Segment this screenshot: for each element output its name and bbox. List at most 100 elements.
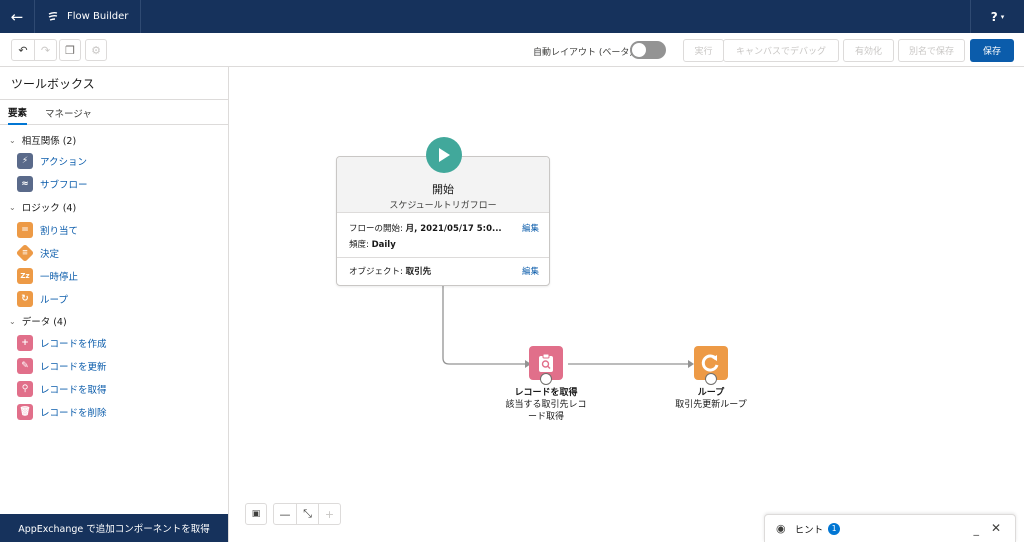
item-label: レコードを取得 [40,385,107,396]
redo-icon[interactable]: ↷ [34,40,56,60]
section-label: データ (4) [21,317,67,328]
save-as-button[interactable]: 別名で保存 [898,39,965,62]
help-menu-button[interactable]: ? ▾ [970,0,1024,33]
toolbox-panel: ツールボックス 要素 マネージャ ⌄ 相互関係 (2) ⚡ アクション ≈ サブ… [0,67,229,542]
toolbox-item-subflow[interactable]: ≈ サブフロー [17,176,88,192]
connector-lines [442,286,694,368]
settings-button[interactable]: ⚙ [85,39,107,61]
auto-layout-label: 自動レイアウト (ベータ) [533,48,633,58]
section-data[interactable]: ⌄ データ (4) [9,314,67,329]
decision-icon: ≡ [15,243,35,263]
edit-schedule-link[interactable]: 編集 [521,224,539,234]
frequency-value: Daily [371,240,396,250]
help-ring-icon: ◉ [776,522,786,535]
assignment-icon: = [17,222,33,238]
chevron-down-icon: ▾ [1000,12,1005,21]
toolbox-item-update-records[interactable]: ✎ レコードを更新 [17,358,107,374]
loop-icon [701,354,719,372]
get-records-label: レコードを取得 該当する取引先レコ ード取得 [486,387,606,423]
start-title: 開始 [432,183,454,196]
item-label: 割り当て [40,226,79,237]
edit-object-link[interactable]: 編集 [521,267,539,277]
run-button[interactable]: 実行 [683,39,724,62]
back-button[interactable]: ← [0,0,35,33]
section-label: ロジック (4) [21,203,77,214]
item-label: アクション [40,157,88,168]
record-create-icon: + [17,335,33,351]
hint-label: ヒント [794,524,824,536]
toolbox-tabs: 要素 マネージャ [0,99,228,125]
tab-manager[interactable]: マネージャ [45,108,92,120]
record-lookup-icon [539,353,553,372]
loop-name: 取引先更新ループ [675,400,747,410]
toolbox-item-delete-records[interactable]: 🗑 レコードを削除 [17,404,107,420]
section-interaction[interactable]: ⌄ 相互関係 (2) [9,133,77,148]
loop-connector[interactable] [705,373,717,385]
flow-icon [48,11,58,21]
chevron-down-icon: ⌄ [9,135,16,145]
object-label: オブジェクト: [349,267,403,277]
undo-redo-group: ↶ ↷ [11,39,57,61]
top-bar: ← Flow Builder ? ▾ [0,0,1024,33]
zoom-out-button[interactable]: — [279,507,291,521]
activate-button[interactable]: 有効化 [843,39,894,62]
fit-view-icon: ▣ [251,509,261,519]
frequency-row: 頻度: Daily [349,238,396,250]
start-subtitle: スケジュールトリガフロー [389,201,497,211]
item-label: ループ [40,295,68,306]
item-label: サブフロー [40,180,88,191]
zoom-group: — ⤡ + [273,503,341,525]
app-title: Flow Builder [35,0,142,33]
record-update-icon: ✎ [17,358,33,374]
toolbox-title: ツールボックス [11,77,95,91]
start-label: フローの開始: [349,224,403,234]
minimize-button[interactable]: _ [973,523,980,536]
zoom-to-fit-button[interactable]: ⤡ [296,504,318,524]
toolbox-item-decision[interactable]: ≡ 決定 [15,243,59,263]
play-icon [426,137,462,173]
auto-layout-toggle[interactable] [630,41,666,59]
toolbox-item-assignment[interactable]: = 割り当て [17,222,78,238]
save-button[interactable]: 保存 [970,39,1014,62]
start-value: 月, 2021/05/17 5:0... [405,224,502,234]
get-records-connector[interactable] [540,373,552,385]
tab-elements[interactable]: 要素 [8,100,28,125]
toolbox-item-action[interactable]: ⚡ アクション [17,153,87,169]
start-element[interactable]: 開始 スケジュールトリガフロー フローの開始: 月, 2021/05/17 5:… [336,137,550,286]
toolbox-item-get-records[interactable]: ⚲ レコードを取得 [17,381,107,397]
item-label: レコードを削除 [40,408,107,419]
zoom-controls: ▣ — ⤡ + [245,503,341,525]
app-name: Flow Builder [67,11,129,22]
loop-label: ループ 取引先更新ループ [651,387,771,411]
undo-icon[interactable]: ↶ [18,43,28,57]
object-value: 取引先 [405,267,432,277]
help-icon: ? [990,9,998,24]
item-label: 一時停止 [40,272,79,283]
fit-view-button[interactable]: ▣ [245,503,267,525]
start-schedule-row: フローの開始: 月, 2021/05/17 5:0... [349,222,502,234]
close-button[interactable]: ✕ [990,521,1001,535]
record-delete-icon: 🗑 [17,404,33,420]
debug-button[interactable]: キャンバスでデバッグ [723,39,839,62]
loop-type: ループ [697,388,725,398]
get-records-name-2: ード取得 [527,412,564,422]
frequency-label: 頻度: [349,240,369,250]
divider [337,257,549,258]
hint-panel[interactable]: ◉ ヒント 1 _ ✕ [764,514,1016,542]
copy-button[interactable]: ❐ [59,39,81,61]
flow-canvas[interactable]: 開始 スケジュールトリガフロー フローの開始: 月, 2021/05/17 5:… [229,67,1024,542]
gear-icon: ⚙ [91,43,101,57]
section-label: 相互関係 (2) [21,136,77,147]
appexchange-button[interactable]: AppExchange で追加コンポーネントを取得 [0,514,228,542]
copy-icon: ❐ [65,43,75,57]
object-row: オブジェクト: 取引先 [349,265,431,277]
lightning-icon: ⚡ [17,153,33,169]
zoom-in-button[interactable]: + [318,504,340,524]
toolbox-item-create-records[interactable]: + レコードを作成 [17,335,107,351]
loop-node[interactable] [694,346,728,380]
loop-icon: ↻ [17,291,33,307]
section-logic[interactable]: ⌄ ロジック (4) [9,200,77,215]
toolbox-item-pause[interactable]: Zz 一時停止 [17,268,78,284]
toolbox-item-loop[interactable]: ↻ ループ [17,291,68,307]
pause-icon: Zz [17,268,33,284]
